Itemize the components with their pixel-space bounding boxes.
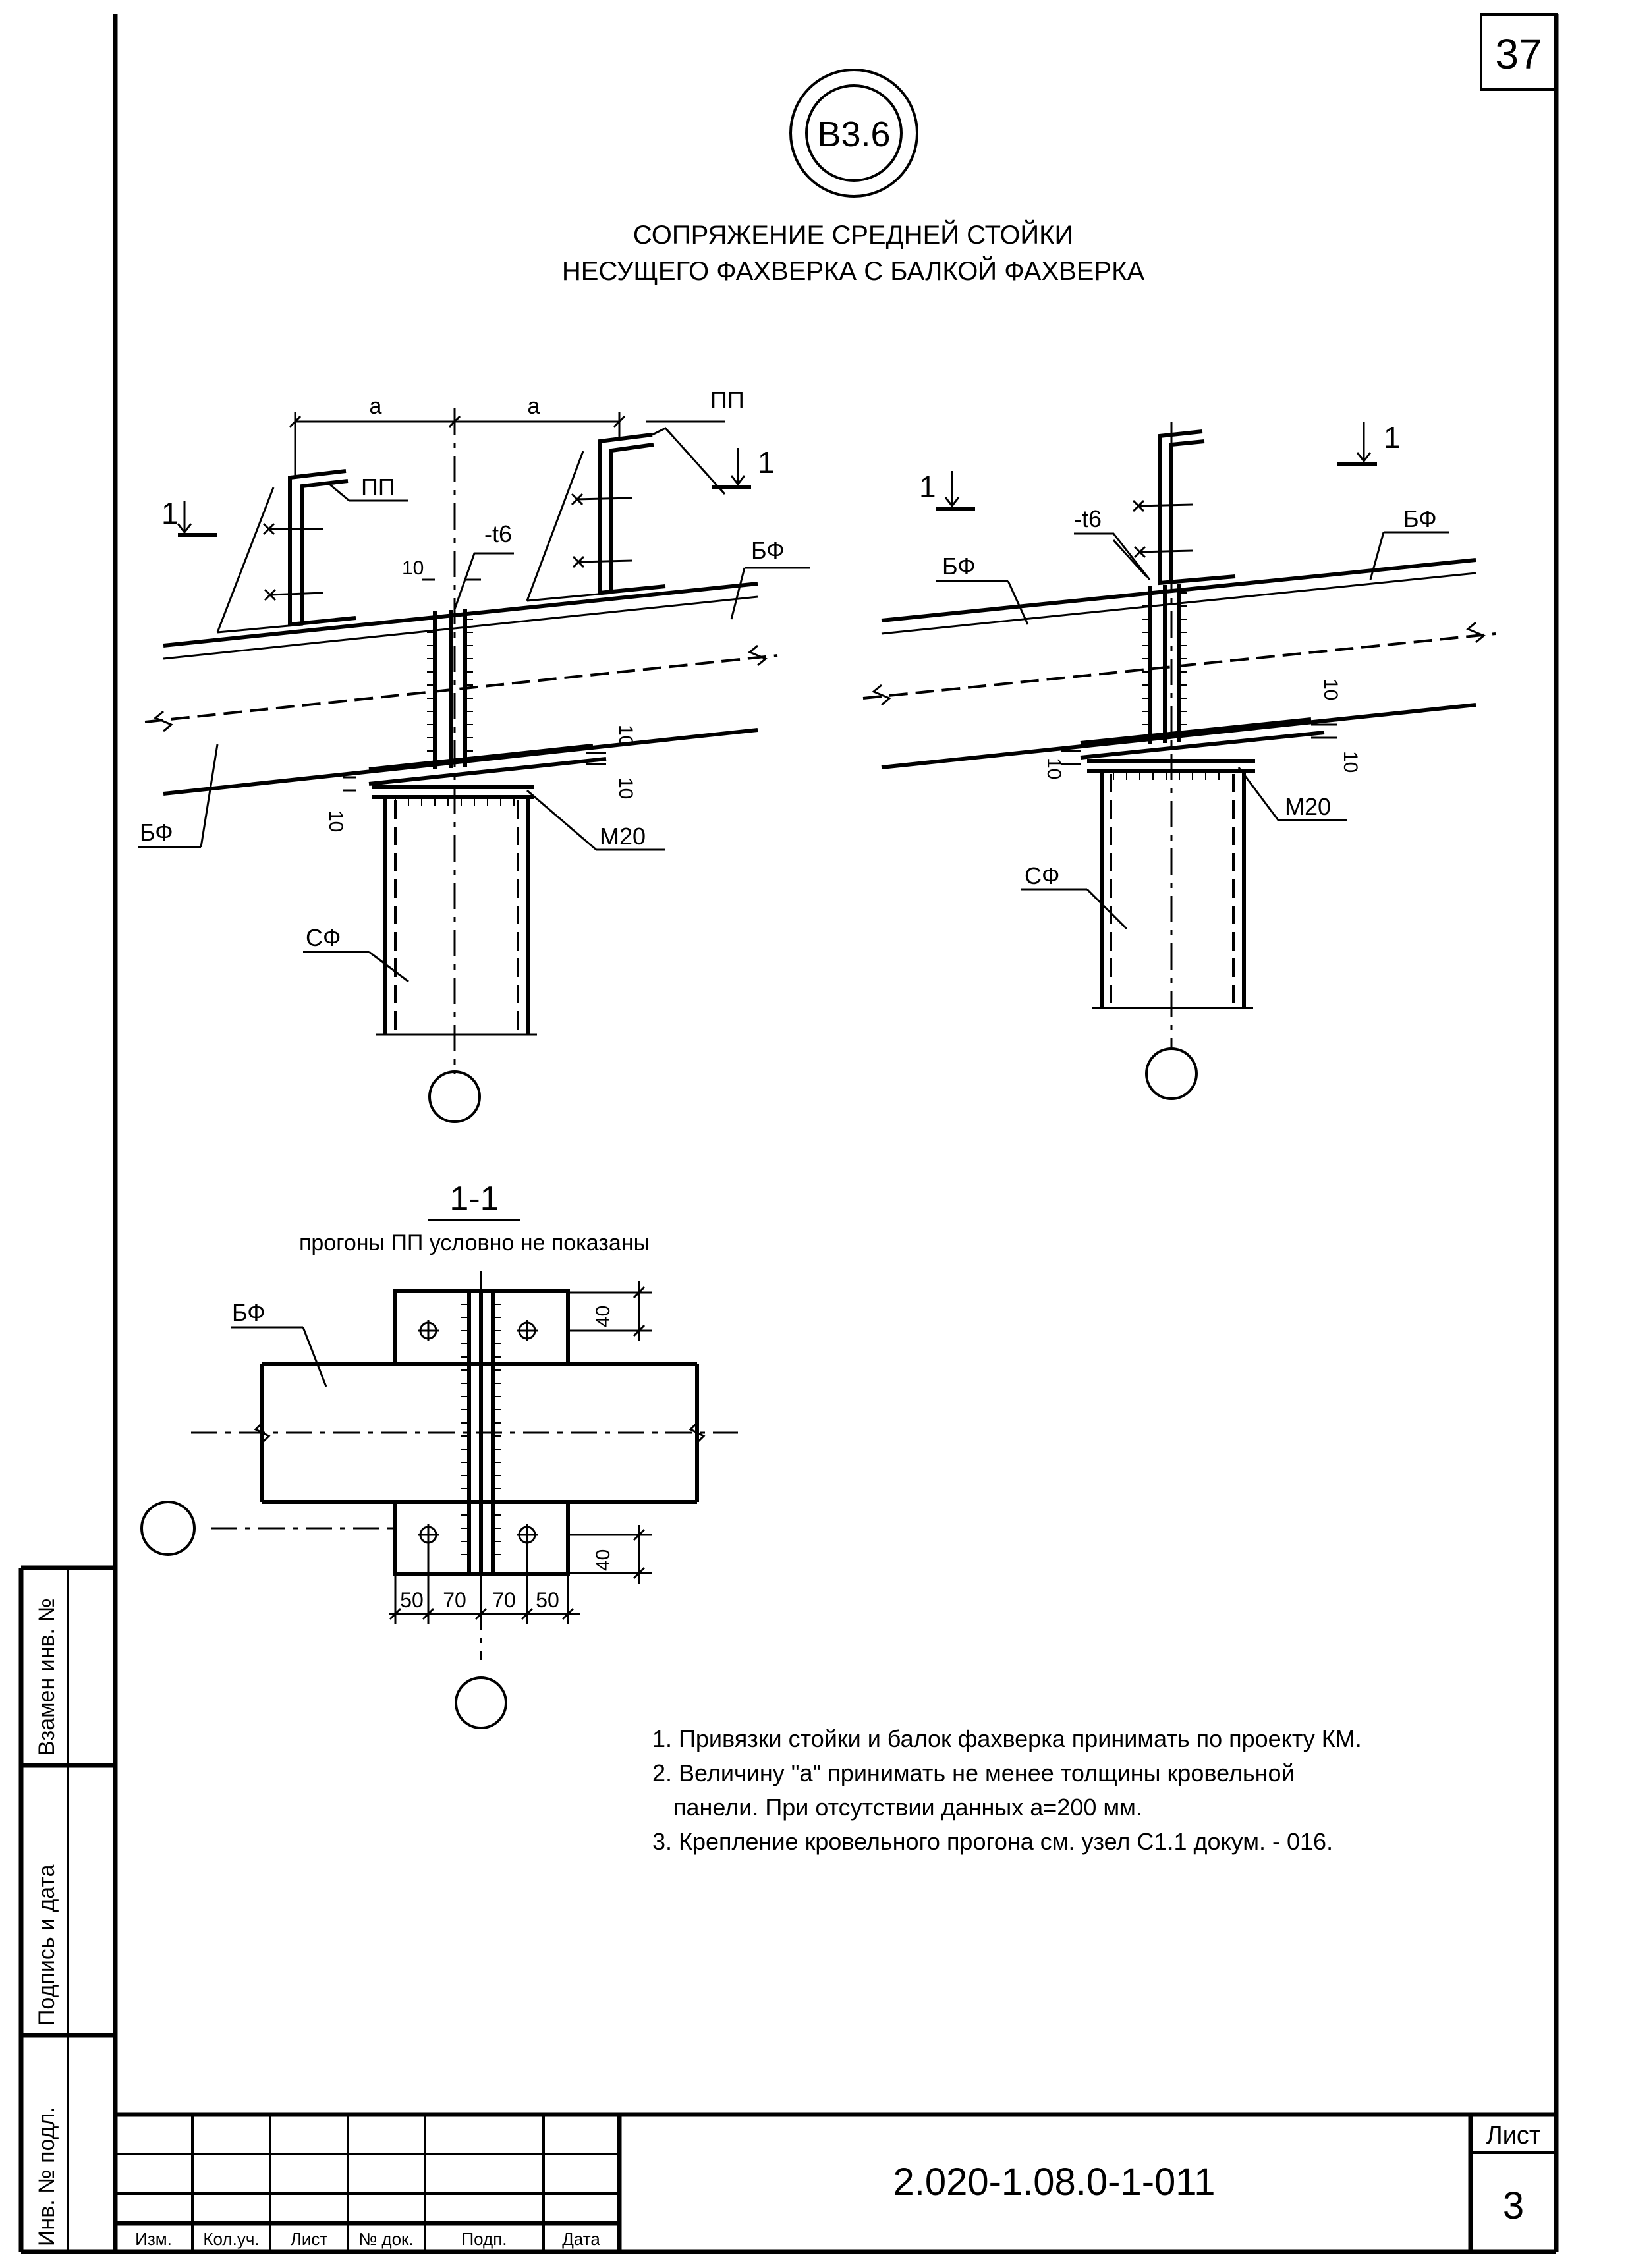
document-code: 2.020-1.08.0-1-011 (893, 2161, 1215, 2203)
left-bolt-label: М20 (600, 823, 646, 850)
note-1: 1. Привязки стойки и балок фахверка прин… (652, 1725, 1362, 1752)
section-subtitle: прогоны ПП условно не показаны (299, 1231, 650, 1256)
left-purlin-label-left: ПП (361, 474, 395, 501)
left-view (138, 408, 810, 1123)
node-marker-label: В3.6 (817, 115, 890, 154)
title-block (115, 2112, 1556, 2252)
left-plate-label: -t6 (484, 520, 512, 547)
sheet-number: 3 (1503, 2184, 1524, 2227)
left-dim-a-1: а (370, 394, 382, 419)
section-dim-50-right: 50 (536, 1588, 559, 1612)
right-section-mark-right: 1 (1384, 420, 1401, 455)
right-section-mark-left: 1 (919, 470, 936, 504)
left-dim-10-flange: 10 (615, 725, 636, 746)
left-dim-10-left: 10 (325, 810, 347, 832)
right-view (862, 422, 1496, 1100)
node-marker (789, 69, 918, 198)
sheet-label: Лист (1486, 2122, 1541, 2149)
section-dim-50-left: 50 (400, 1588, 424, 1612)
section-1-1-drawing (140, 1271, 738, 1729)
right-column-label: СФ (1025, 862, 1059, 889)
title-line-1: СОПРЯЖЕНИЕ СРЕДНЕЙ СТОЙКИ (633, 219, 1073, 250)
right-beam-label-right: БФ (1403, 505, 1437, 532)
tb-col-change: Изм. (135, 2229, 172, 2249)
tb-col-doc: № док. (358, 2229, 413, 2249)
left-column-label: СФ (306, 924, 341, 951)
note-2: 2. Величину "а" принимать не менее толщи… (652, 1759, 1295, 1786)
left-section-mark-left: 1 (161, 496, 179, 530)
left-dim-a-2: а (528, 394, 540, 419)
stamp-inv-original: Инв. № подл. (34, 2107, 59, 2246)
tb-col-sheet: Лист (291, 2229, 328, 2249)
stamp-replacement-inv: Взамен инв. № (34, 1598, 59, 1756)
section-dim-top: 40 (592, 1306, 614, 1327)
left-purlin-label-right: ПП (710, 387, 745, 414)
left-dim-10-top: 10 (402, 557, 424, 579)
section-beam-label: БФ (232, 1299, 266, 1326)
side-stamp (18, 1565, 115, 2252)
right-bolt-label: М20 (1285, 793, 1331, 820)
right-dim-10-1: 10 (1320, 678, 1341, 700)
right-beam-label-left: БФ (942, 553, 976, 580)
section-dim-70-left: 70 (443, 1588, 466, 1612)
stamp-signature-date: Подпись и дата (34, 1864, 59, 2026)
section-title: 1-1 (449, 1180, 499, 1218)
section-dim-70-right: 70 (492, 1588, 516, 1612)
section-dim-bottom: 40 (592, 1549, 614, 1571)
note-2-cont: панели. При отсутствии данных а=200 мм. (673, 1794, 1142, 1821)
sheet-frame (21, 13, 1559, 2254)
tb-col-date: Дата (562, 2229, 600, 2249)
right-dim-10-2: 10 (1339, 751, 1361, 773)
left-section-mark-right: 1 (758, 445, 775, 480)
tb-col-signature: Подп. (461, 2229, 507, 2249)
note-3: 3. Крепление кровельного прогона см. узе… (652, 1828, 1333, 1855)
right-dim-10-left: 10 (1043, 758, 1065, 779)
right-plate-label: -t6 (1074, 505, 1102, 532)
sheet-corner-number: 37 (1495, 30, 1542, 78)
left-beam-label-left: БФ (140, 819, 173, 846)
tb-col-count: Кол.уч. (203, 2229, 259, 2249)
left-dim-10-plate: 10 (615, 777, 636, 799)
left-beam-label-right: БФ (751, 537, 785, 564)
title-line-2: НЕСУЩЕГО ФАХВЕРКА С БАЛКОЙ ФАХВЕРКА (562, 256, 1145, 286)
